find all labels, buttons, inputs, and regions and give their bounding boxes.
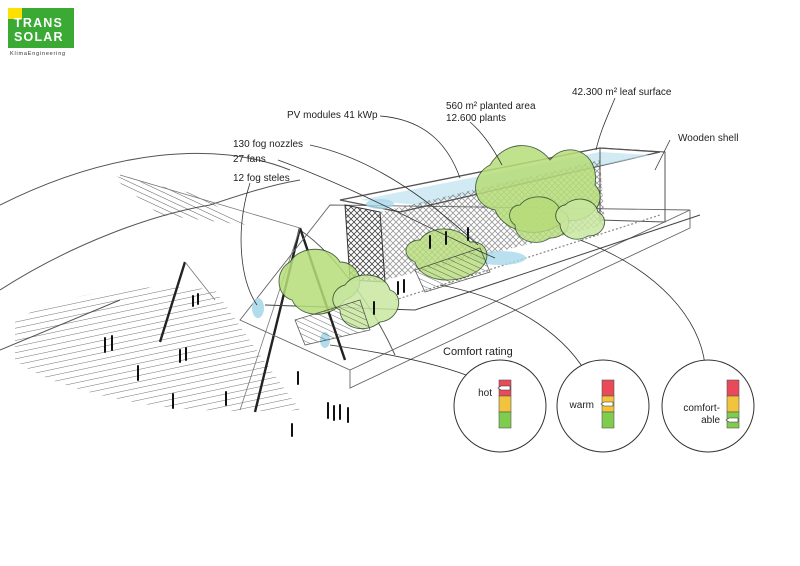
label-fans: 27 fans [233, 154, 266, 165]
gauge-pointer-warm [600, 401, 614, 407]
foliage [278, 145, 606, 330]
gauge-segment-comfortable [601, 411, 615, 429]
gauge-label-line1: comfort- [683, 403, 720, 414]
logo-line2: SOLAR [14, 30, 64, 44]
gauge-label-warm: warm [558, 400, 594, 412]
people [104, 227, 469, 437]
gauge-segment-comfortable [498, 411, 512, 429]
label-planted-area: 560 m² planted area [446, 101, 536, 112]
gauge-bars [497, 379, 740, 429]
gauge-label-line1: warm [569, 400, 594, 411]
gauge-pointer-hot [497, 385, 511, 391]
shade-hatching [15, 175, 300, 412]
gauge-label-hot: hot [456, 388, 492, 400]
label-pv-modules: PV modules 41 kWp [287, 110, 378, 121]
gauge-label-comfortable: comfort- able [670, 403, 720, 427]
gauge-label-line1: hot [478, 388, 492, 399]
ramps [294, 247, 491, 346]
gauge-segment-hot [726, 379, 740, 397]
label-comfort-rating: Comfort rating [443, 346, 513, 358]
gauge-segment-warm [498, 395, 512, 413]
logo-line1: TRANS [14, 16, 64, 30]
logo-yellow-square [8, 8, 22, 19]
label-fog-steles: 12 fog steles [233, 173, 290, 184]
label-plants: 12.600 plants [446, 113, 507, 124]
logo-subtitle: KlimaEngineering [10, 51, 66, 57]
gauge-segment-hot [601, 379, 615, 397]
label-fog-nozzles: 130 fog nozzles [233, 139, 304, 150]
gauge-label-line2: able [701, 415, 720, 426]
mast-cables [119, 174, 301, 411]
gauge-pointer-comfortable [725, 417, 739, 423]
transsolar-logo: TRANS SOLAR KlimaEngineering [8, 8, 74, 58]
label-wooden-shell: Wooden shell [678, 133, 739, 144]
label-leaf-surface: 42.300 m² leaf surface [572, 87, 672, 98]
gauge-segment-warm [726, 395, 740, 413]
